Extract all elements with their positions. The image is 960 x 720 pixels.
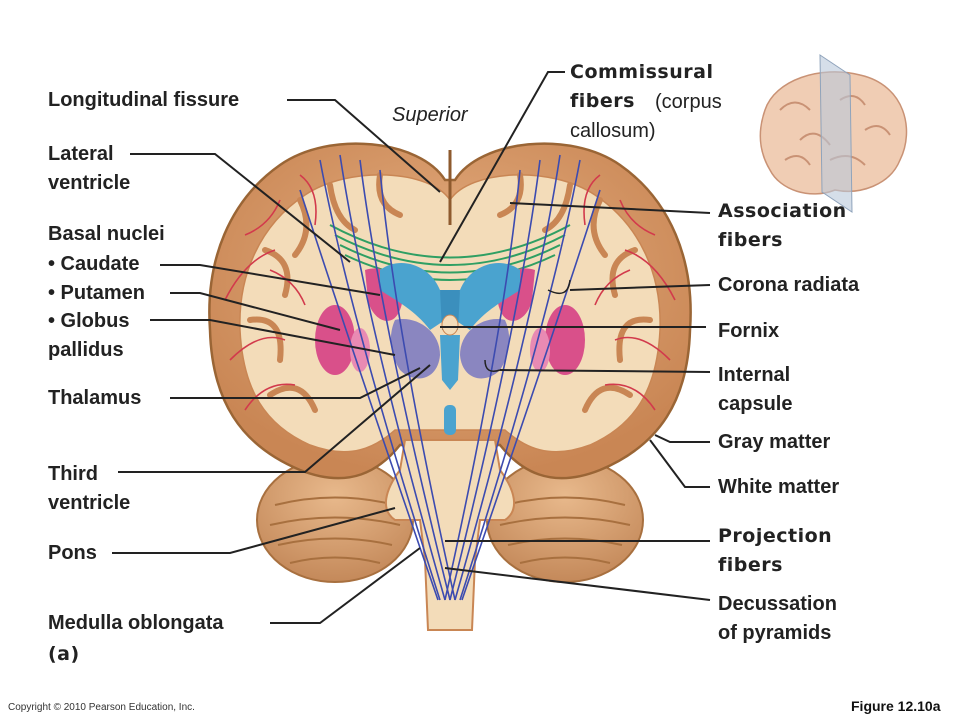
copyright-notice: Copyright © 2010 Pearson Education, Inc. xyxy=(8,702,195,713)
thalamus xyxy=(390,319,510,379)
label-third-ventricle: Third ventricle xyxy=(48,463,131,514)
label-thalamus: Thalamus xyxy=(48,387,142,409)
figure-number: Figure 12.10a xyxy=(851,698,941,714)
label-globus-pallidus: • Globus pallidus xyxy=(48,310,130,361)
label-corona-radiata: Corona radiata xyxy=(718,274,860,296)
association-fibers xyxy=(224,174,676,411)
cerebellum xyxy=(256,457,644,583)
label-caudate: • Caudate xyxy=(48,253,140,275)
label-medulla-oblongata: Medulla oblongata xyxy=(48,612,224,634)
inset-brain-orientation xyxy=(759,54,908,213)
fornix xyxy=(441,314,459,336)
panel-label: (a) xyxy=(48,643,80,665)
label-association-fibers: Association fibers xyxy=(718,200,847,251)
label-fornix: Fornix xyxy=(718,320,780,342)
label-commissural-fibers: Commissural fibers xyxy=(570,61,714,112)
label-white-matter: White matter xyxy=(718,476,840,498)
label-pons: Pons xyxy=(48,542,97,564)
internal-capsule-bracket xyxy=(484,359,501,372)
basal-nuclei xyxy=(315,268,585,375)
brainstem xyxy=(385,439,515,631)
label-putamen: • Putamen xyxy=(48,282,146,304)
leader-lines xyxy=(112,71,711,624)
label-commissural-detail: (corpus xyxy=(655,91,722,113)
label-decussation-of-pyramids: Decussation of pyramids xyxy=(718,593,837,644)
label-longitudinal-fissure: Longitudinal fissure xyxy=(48,89,240,111)
corona-radiata-bracket xyxy=(547,279,571,295)
label-gray-matter: Gray matter xyxy=(718,431,831,453)
label-projection-fibers: Projection fibers xyxy=(718,525,833,576)
label-lateral-ventricle: Lateral ventricle xyxy=(48,143,131,194)
label-basal-nuclei: Basal nuclei xyxy=(48,223,165,245)
commissural-fibers xyxy=(329,224,571,281)
label-commissural-detail-2: callosum) xyxy=(570,120,656,142)
third-ventricle xyxy=(440,335,460,435)
label-internal-capsule: Internal capsule xyxy=(718,364,793,415)
label-superior: Superior xyxy=(392,104,468,126)
